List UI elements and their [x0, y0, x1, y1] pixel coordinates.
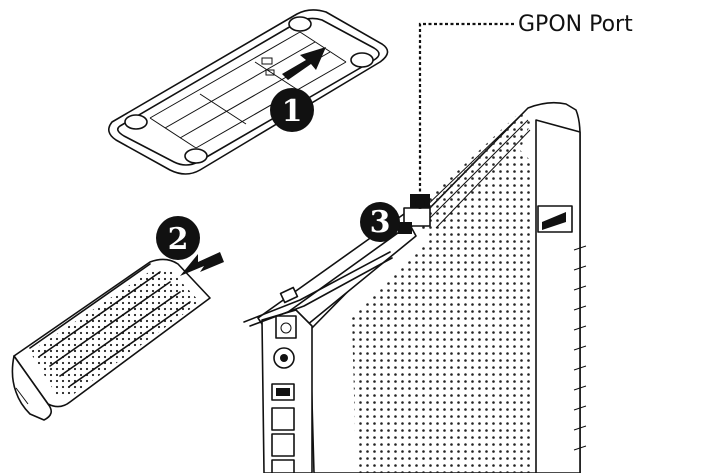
step-3-marker: 3	[360, 202, 400, 242]
slide-arrow	[282, 47, 326, 80]
base-stand	[108, 9, 389, 175]
step-3-number: 3	[370, 205, 391, 240]
router-unit	[243, 101, 587, 473]
brand-logo-icon	[537, 205, 573, 233]
gpon-port-callout: GPON Port	[415, 12, 633, 209]
gpon-port-label: GPON Port	[518, 12, 633, 37]
callout-dot-icon	[415, 199, 425, 209]
callout-leader-line	[418, 22, 514, 198]
step-2-marker: 2	[156, 216, 200, 260]
removed-cover	[11, 252, 224, 421]
step-2-number: 2	[168, 222, 189, 257]
pull-arrow	[180, 252, 224, 276]
step-1-number: 1	[282, 94, 303, 129]
step-1-marker: 1	[270, 88, 314, 132]
